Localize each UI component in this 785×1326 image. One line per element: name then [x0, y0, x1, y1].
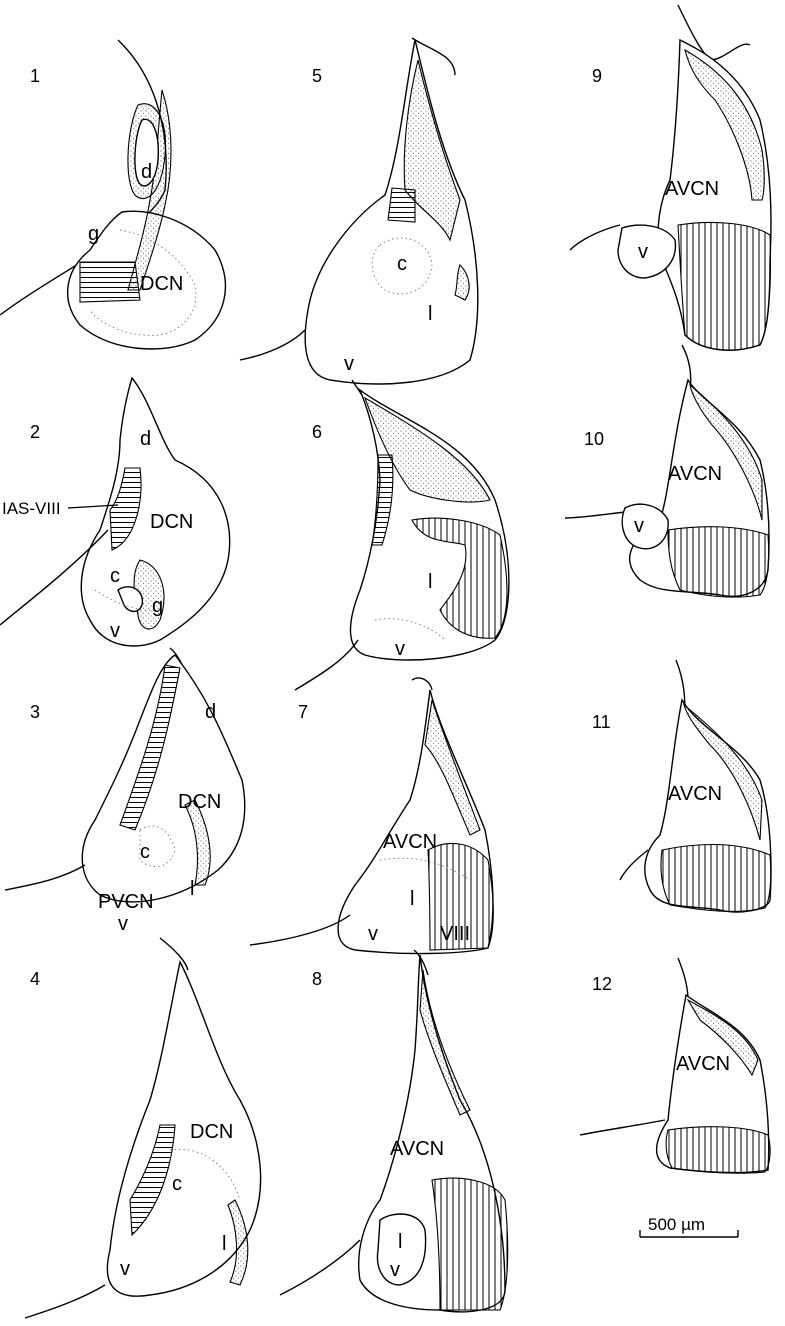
label-v: v	[390, 1259, 400, 1281]
brainstem-edge	[5, 865, 85, 890]
label-l: l	[428, 303, 432, 325]
top-tip	[412, 678, 432, 690]
scale-bar-label: 500 µm	[648, 1215, 705, 1234]
brainstem-edge	[280, 1240, 360, 1295]
brainstem-edge	[250, 915, 350, 945]
panel-6: 6 l v	[295, 380, 509, 690]
label-g: g	[152, 595, 163, 617]
label-avcn: AVCN	[668, 463, 722, 485]
label-v: v	[395, 638, 405, 660]
brainstem-edge	[620, 850, 648, 880]
label-viii: VIII	[440, 923, 470, 945]
label-avcn: AVCN	[383, 831, 437, 853]
panel-number: 4	[30, 969, 40, 989]
panel-number: 3	[30, 702, 40, 722]
label-c: c	[397, 253, 407, 275]
label-ias-viii: IAS-VIII	[2, 499, 61, 518]
label-d: d	[141, 161, 152, 183]
vertical-hatched-nerve	[661, 845, 771, 912]
label-l: l	[190, 878, 194, 900]
scale-bar: 500 µm	[640, 1215, 738, 1237]
vertical-hatched-nerve	[432, 1178, 508, 1310]
label-d: d	[140, 428, 151, 450]
panel-number: 1	[30, 66, 40, 86]
label-l: l	[428, 571, 432, 593]
panel-number: 5	[312, 66, 322, 86]
panel-8: 8 AVCN l v	[280, 950, 508, 1312]
label-v: v	[638, 241, 648, 263]
label-avcn: AVCN	[668, 783, 722, 805]
label-g: g	[88, 223, 99, 245]
brainstem-edge	[240, 330, 305, 360]
panel-5: 5 c l v	[240, 38, 478, 384]
brainstem-edge	[295, 640, 358, 690]
label-l: l	[410, 888, 414, 910]
panel-number: 10	[584, 429, 604, 449]
panel-9: 9 AVCN v	[570, 5, 771, 350]
panel-10: 10 AVCN v	[565, 345, 769, 597]
label-v: v	[120, 1258, 130, 1280]
panel-number: 6	[312, 422, 322, 442]
label-c: c	[140, 841, 150, 863]
vertical-hatched-nerve	[668, 527, 769, 597]
panel-2: 2 IAS-VIII d DCN c g v	[0, 378, 230, 646]
label-avcn: AVCN	[676, 1053, 730, 1075]
brainstem-edge	[25, 1285, 105, 1318]
label-avcn: AVCN	[390, 1138, 444, 1160]
top-tip	[160, 938, 188, 970]
label-dcn: DCN	[190, 1121, 233, 1143]
panel-number: 12	[592, 974, 612, 994]
panel-number: 8	[312, 969, 322, 989]
panel-7: 7 AVCN l v VIII	[250, 678, 493, 953]
vertical-hatched-nerve	[666, 1127, 770, 1174]
label-v: v	[344, 353, 354, 375]
hatched-root-region	[80, 262, 140, 302]
panel-number: 11	[592, 712, 611, 732]
brainstem-edge	[570, 225, 620, 250]
panel-12: 12 AVCN	[580, 958, 770, 1173]
label-v: v	[118, 913, 128, 935]
label-dcn: DCN	[178, 791, 221, 813]
ventral-lobe	[622, 504, 668, 549]
top-tip	[678, 958, 688, 1000]
label-dcn: DCN	[150, 511, 193, 533]
label-l: l	[222, 1233, 226, 1255]
panel-4: 4 DCN c l v	[25, 938, 261, 1318]
label-v: v	[110, 620, 120, 642]
brainstem-edge	[565, 512, 625, 518]
panel-1: 1 d g DCN	[0, 40, 225, 349]
brainstem-edge	[580, 1120, 665, 1135]
hatched-region	[388, 188, 415, 222]
label-avcn: AVCN	[665, 178, 719, 200]
label-dcn: DCN	[140, 273, 183, 295]
label-c: c	[172, 1173, 182, 1195]
panel-number: 7	[298, 702, 308, 722]
panel-11: 11 AVCN	[592, 660, 771, 912]
label-d: d	[205, 701, 216, 723]
vertical-hatched-nerve	[678, 222, 771, 350]
label-l: l	[398, 1231, 402, 1253]
label-pvcn: PVCN	[98, 891, 154, 913]
label-v: v	[368, 923, 378, 945]
panel-number: 2	[30, 422, 40, 442]
label-v: v	[634, 515, 644, 537]
panel-3: 3 d DCN c l PVCN v	[5, 648, 245, 935]
label-c: c	[110, 565, 120, 587]
panel-number: 9	[592, 66, 602, 86]
